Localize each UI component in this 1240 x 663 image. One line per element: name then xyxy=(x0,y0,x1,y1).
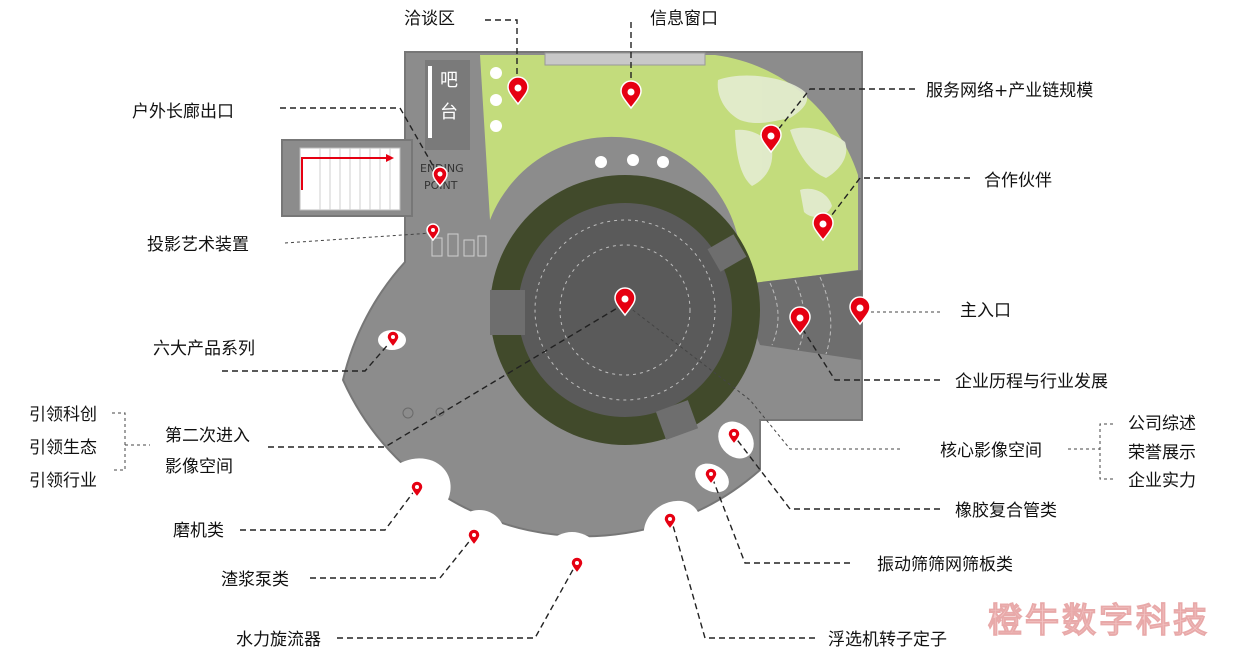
bar-stripe xyxy=(428,66,432,138)
labels: 洽谈区 信息窗口 户外长廊出口 服务网络+产业链规模 合作伙伴 投影艺术装置 主… xyxy=(29,9,1196,650)
floor-plan: 吧 台 ENDING POINT xyxy=(281,51,863,604)
exit-arrowhead xyxy=(386,154,394,162)
label-core-image-space: 核心影像空间 xyxy=(940,441,1042,461)
projection-art-installation xyxy=(431,233,487,257)
bar-char-1: 吧 xyxy=(440,70,458,91)
bar-counter xyxy=(425,60,470,150)
label-right-group-2: 荣誉展示 xyxy=(1128,443,1196,463)
label-main-entrance: 主入口 xyxy=(960,301,1011,321)
label-mills: 磨机类 xyxy=(173,521,224,541)
brand-watermark: 橙牛数字科技 xyxy=(988,601,1210,641)
label-projection-art: 投影艺术装置 xyxy=(147,235,249,255)
core-dashed-ring-1 xyxy=(534,219,716,401)
seating-dots xyxy=(490,67,669,168)
core-door-left xyxy=(490,290,525,335)
core-door-bottom xyxy=(655,400,699,440)
leader-lines xyxy=(112,19,1113,639)
label-second-entry-line-2: 影像空间 xyxy=(165,457,233,477)
label-outdoor-exit: 户外长廊出口 xyxy=(132,102,234,122)
label-slurry-pumps: 渣浆泵类 xyxy=(221,570,289,590)
label-partners: 合作伙伴 xyxy=(984,171,1052,191)
core-dashed-ring-2 xyxy=(559,244,691,376)
core-door-top-right xyxy=(707,234,747,272)
label-negotiation-area: 洽谈区 xyxy=(404,9,455,29)
pod-cyclone xyxy=(539,532,605,604)
label-flotation: 浮选机转子定子 xyxy=(828,630,947,650)
label-service-network: 服务网络+产业链规模 xyxy=(926,81,1093,101)
label-right-group-1: 公司综述 xyxy=(1128,414,1196,434)
marker-dots xyxy=(391,84,864,565)
label-screens: 振动筛筛网筛板类 xyxy=(877,555,1013,575)
exit-arrow xyxy=(301,157,386,190)
label-hydrocyclones: 水力旋流器 xyxy=(236,630,321,650)
label-six-products: 六大产品系列 xyxy=(153,339,255,359)
label-rubber-pipes: 橡胶复合管类 xyxy=(955,501,1057,521)
label-info-window: 信息窗口 xyxy=(650,9,718,29)
world-map-graphic xyxy=(717,75,847,217)
bar-char-2: 台 xyxy=(440,102,458,123)
label-left-group-2: 引领生态 xyxy=(29,438,97,458)
label-enterprise-history: 企业历程与行业发展 xyxy=(955,372,1108,392)
label-left-group-1: 引领科创 xyxy=(29,405,97,425)
label-left-group-3: 引领行业 xyxy=(29,471,97,491)
label-second-entry-line-1: 第二次进入 xyxy=(165,426,250,446)
label-right-group-3: 企业实力 xyxy=(1128,471,1196,491)
info-window-counter xyxy=(544,52,706,66)
pod-slurry xyxy=(443,509,507,581)
